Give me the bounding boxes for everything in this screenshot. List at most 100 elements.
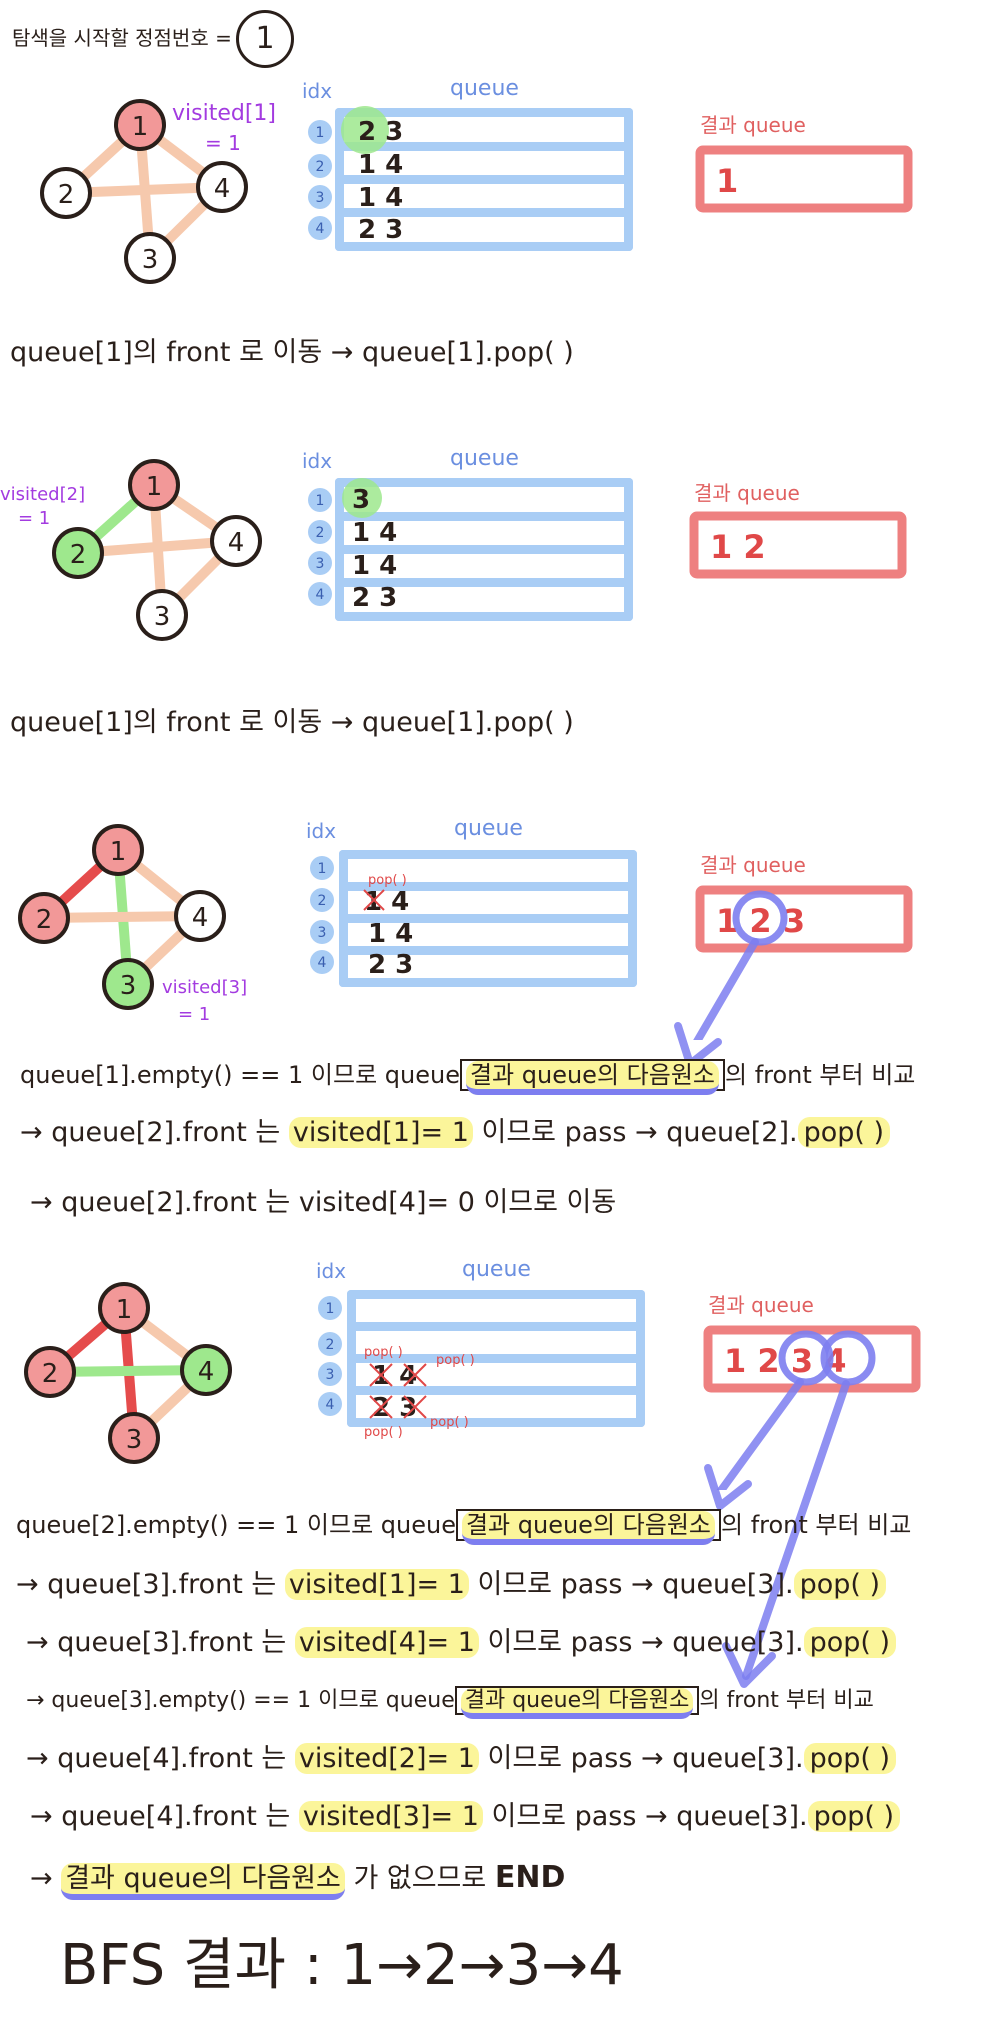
node-3 — [102, 958, 154, 1010]
arrow-line — [693, 938, 759, 1040]
result-next-highlight: 결과 queue의 다음원소 — [465, 1061, 719, 1095]
text: → queue[2].front 는 — [20, 1117, 281, 1148]
idx-3: 3 — [316, 190, 325, 206]
queue-row-4: 2 3 — [352, 583, 397, 613]
text: 이므로 pass → queue[3]. — [487, 1627, 804, 1658]
start-vertex-circle: 1 — [236, 10, 294, 68]
visited-highlight: visited[4]= 1 — [294, 1627, 479, 1658]
idx-4: 4 — [318, 955, 327, 971]
text: queue[2].empty() == 1 이므로 queue — [16, 1511, 456, 1539]
result-next-highlight: 결과 queue의 다음원소 — [461, 1511, 715, 1545]
idx-label: idx — [316, 1260, 346, 1283]
node-2 — [40, 167, 92, 219]
node-4 — [210, 515, 262, 567]
pop-highlight: pop( ) — [807, 1801, 901, 1832]
result-queue-label: 결과 queue — [694, 481, 800, 505]
stage1-diagram: 1 2 4 3 visited[1] = 1 idx queue 1 2 3 4… — [40, 76, 913, 284]
node-2-label: 2 — [58, 180, 75, 210]
idx-1: 1 — [316, 493, 325, 509]
text: 이므로 pass → queue[3]. — [487, 1743, 804, 1774]
node-3 — [124, 232, 176, 284]
node-4 — [196, 161, 248, 213]
stage2-step: queue[1]의 front 로 이동 → queue[1].pop( ) — [10, 707, 574, 738]
queue-row-2: 1 4 — [352, 518, 397, 548]
edge-2-4 — [45, 1365, 211, 1377]
result-next-highlight: 결과 queue의 다음원소 — [61, 1863, 345, 1900]
visited-eq: = 1 — [205, 131, 241, 155]
result-queue-values: 1 — [716, 162, 738, 200]
result-queue-label: 결과 queue — [700, 113, 806, 137]
stage4-line2: → queue[3].front 는 visited[1]= 1 이므로 pas… — [16, 1562, 887, 1601]
edge-2-4 — [73, 536, 241, 558]
idx-1: 1 — [316, 125, 325, 141]
idx-1: 1 — [318, 861, 327, 877]
pop-note: pop( ) — [364, 1345, 403, 1360]
result-queue-values: 1 2 3 — [716, 902, 805, 940]
text: → queue[3].empty() == 1 이므로 queue — [26, 1688, 455, 1713]
result-queue-box — [689, 511, 907, 579]
stage3-line3: → queue[2].front 는 visited[4]= 0 이므로 이동 — [30, 1187, 617, 1218]
node-4-label: 4 — [192, 903, 209, 933]
idx-2: 2 — [316, 525, 325, 541]
idx-4: 4 — [326, 1397, 335, 1413]
idx-3: 3 — [326, 1367, 335, 1383]
node-3-label: 3 — [154, 602, 171, 632]
pop-note: pop( ) — [368, 873, 407, 888]
arrow-long — [722, 1380, 850, 1688]
idx-2: 2 — [316, 159, 325, 175]
node-4 — [180, 1344, 232, 1396]
end-label: END — [494, 1860, 566, 1895]
result-queue-box — [695, 145, 913, 213]
result-queue-box — [703, 1325, 921, 1393]
queue-row-3: 1 4 — [358, 183, 403, 213]
visited-note: visited[2] — [0, 484, 85, 505]
text: → queue[4].front 는 — [26, 1743, 287, 1774]
page-title: 탐색을 시작할 정점번호 = — [12, 26, 232, 50]
idx-label: idx — [302, 449, 332, 473]
queue-row-1: 3 — [352, 485, 370, 515]
stage4-line6: → queue[4].front 는 visited[3]= 1 이므로 pas… — [30, 1794, 901, 1833]
text: 의 front 부터 비교 — [720, 1511, 912, 1539]
edge-2-4 — [61, 182, 227, 198]
node-4-label: 4 — [214, 174, 231, 204]
node-1-label: 1 — [110, 837, 127, 867]
text: 이므로 pass → queue[3]. — [491, 1801, 808, 1832]
queue-row-4: 2 3 — [358, 215, 403, 245]
front-highlight — [341, 106, 389, 154]
queue-row-2: 1 4 — [358, 150, 403, 180]
front-highlight — [342, 478, 382, 518]
idx-label: idx — [306, 819, 336, 843]
queue-row-1: 2 3 — [358, 117, 403, 147]
idx-4: 4 — [316, 221, 325, 237]
queue-label: queue — [462, 1260, 531, 1282]
stage4-line5: → queue[4].front 는 visited[2]= 1 이므로 pas… — [26, 1736, 897, 1775]
queue-row-3: 1 4 — [368, 919, 413, 949]
stage1-step: queue[1]의 front 로 이동 → queue[1].pop( ) — [10, 337, 574, 368]
idx-1: 1 — [326, 1301, 335, 1317]
stage2-diagram: 1 2 4 3 visited[2] = 1 idx queue 1 2 3 4… — [0, 446, 907, 641]
next-element-circle — [778, 1330, 834, 1386]
text: 의 front 부터 비교 — [699, 1688, 874, 1713]
visited-eq: = 1 — [178, 1004, 210, 1025]
pop-highlight: pop( ) — [803, 1627, 897, 1658]
node-1 — [114, 99, 166, 151]
arrow-head — [704, 1464, 752, 1510]
node-1 — [98, 1282, 150, 1334]
visited-highlight: visited[1]= 1 — [284, 1569, 469, 1600]
text: 의 front 부터 비교 — [724, 1061, 916, 1089]
visited-note: visited[1] — [172, 101, 276, 126]
idx-2: 2 — [318, 893, 327, 909]
text: → queue[3].front 는 — [26, 1627, 287, 1658]
text: 이므로 pass → queue[3]. — [477, 1569, 794, 1600]
node-4-label: 4 — [228, 528, 245, 558]
pop-highlight: pop( ) — [797, 1117, 891, 1148]
stage4-line7: → 결과 queue의 다음원소 가 없으므로 END — [30, 1856, 566, 1900]
queue-label: queue — [454, 816, 523, 841]
pop-highlight: pop( ) — [803, 1743, 897, 1774]
cross-mark — [369, 1363, 427, 1419]
node-1-label: 1 — [116, 1295, 133, 1325]
visited-highlight: visited[1]= 1 — [288, 1117, 473, 1148]
queue-label: queue — [450, 446, 519, 471]
queue-row-4: 2 3 — [368, 950, 413, 980]
